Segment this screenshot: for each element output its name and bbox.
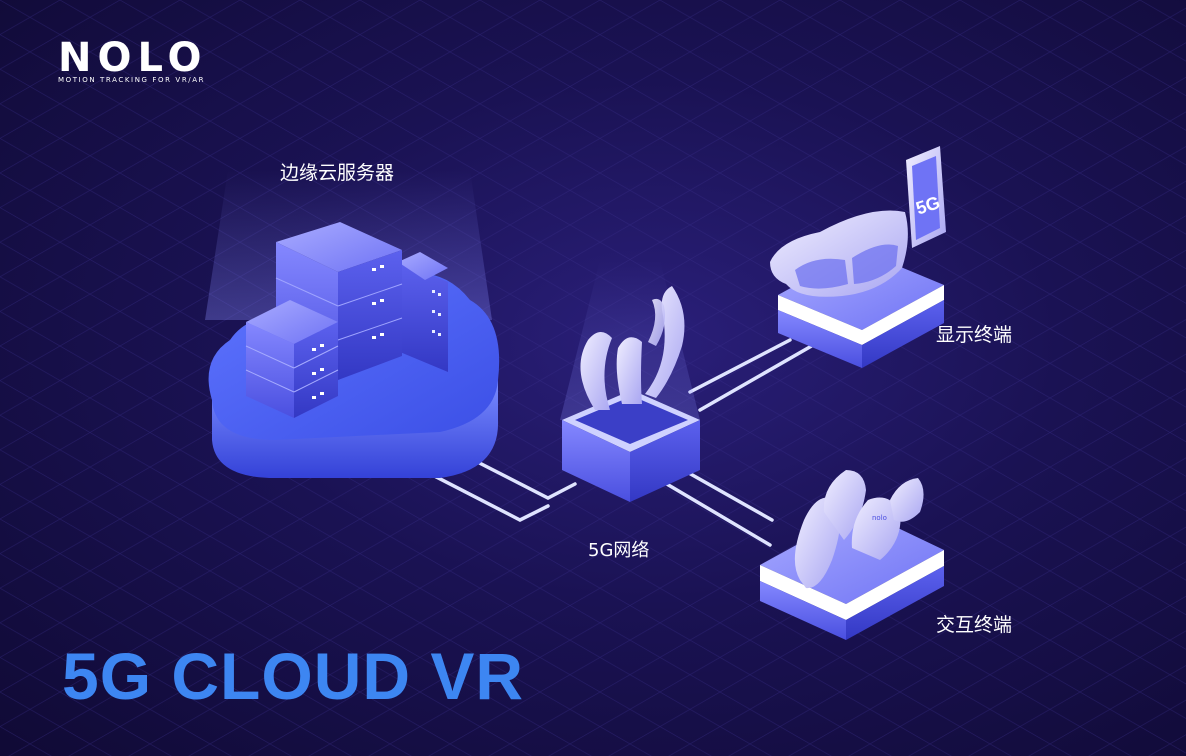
antenna-icon (580, 286, 685, 410)
server-label: 边缘云服务器 (280, 162, 395, 184)
rack-back (398, 252, 448, 372)
interaction-terminal-label: 交互终端 (936, 614, 1013, 636)
link-network-interact-b (658, 478, 772, 547)
phone-icon (906, 146, 946, 248)
link-network-interact-a (678, 466, 774, 522)
vr-glasses-icon (770, 210, 908, 297)
headline: 5G CLOUD VR (62, 639, 525, 713)
display-terminal-label: 显示终端 (936, 324, 1013, 346)
controller-icon (794, 470, 924, 589)
controller-brand: nolo (872, 514, 887, 522)
link-network-display-b (698, 338, 824, 412)
nolo-logo: NOLO MOTION TRACKING FOR VR/AR (58, 38, 208, 86)
server-rack-icon (245, 222, 448, 418)
logo-wordmark: NOLO (58, 35, 208, 81)
network-label: 5G网络 (588, 540, 650, 561)
logo-tagline: MOTION TRACKING FOR VR/AR (58, 76, 206, 84)
rack-front (245, 300, 339, 418)
link-network-display-a (688, 338, 792, 394)
